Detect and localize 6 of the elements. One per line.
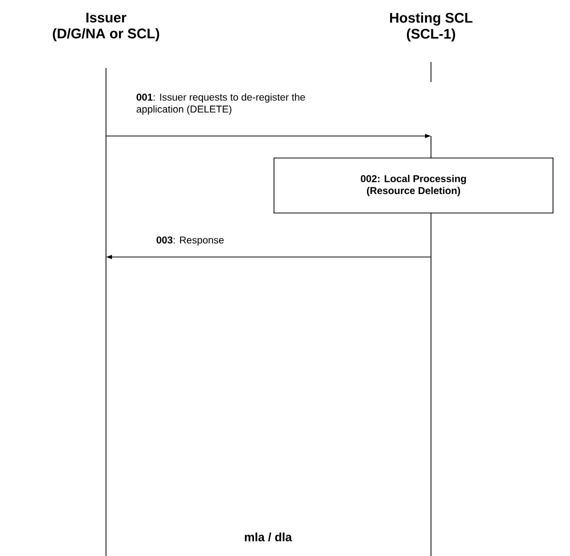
interface-label: mla / dla [244, 532, 292, 542]
edge-label: 001: Issuer requests to de-register the application (DELETE) [136, 93, 305, 115]
participant-header: Hosting SCL (SCL-1) [390, 12, 472, 42]
participant-header: Issuer (D/G/NA or SCL) [52, 12, 160, 42]
edge-label: 003: Response [156, 236, 224, 246]
process-box: 002: Local Processing (Resource Deletion) [274, 158, 554, 214]
